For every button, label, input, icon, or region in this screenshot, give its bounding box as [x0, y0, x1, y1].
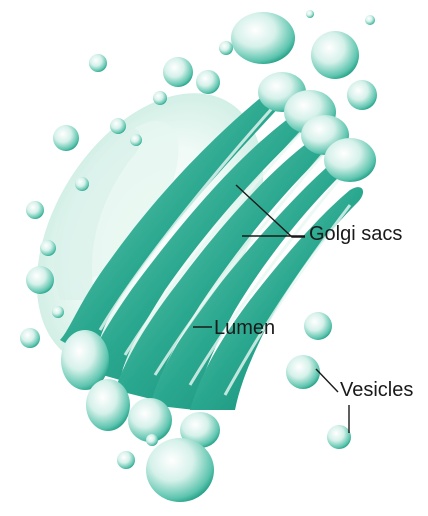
vesicle-leader-1: [316, 369, 338, 392]
golgi-sacs-label: Golgi sacs: [309, 224, 402, 244]
vesicles-label: Vesicles: [340, 380, 413, 400]
lumen-label: Lumen: [214, 318, 275, 338]
